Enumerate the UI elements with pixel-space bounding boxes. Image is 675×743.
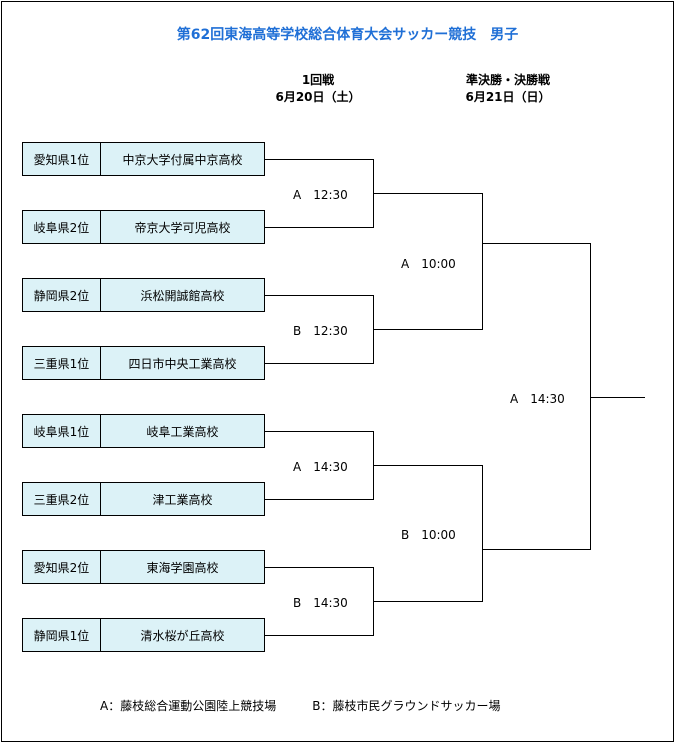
team-school: 中京大学付属中京高校 [122,152,243,167]
team-row: 三重県1位 四日市中央工業高校 [22,346,265,380]
team-seed: 愛知県2位 [23,551,101,583]
team-seed: 岐阜県1位 [23,415,101,447]
round-1-date: 6月20日（土） [275,90,361,104]
match-label: A 10:00 [401,257,456,271]
bracket-connector [482,243,591,550]
bracket-connector [373,193,483,330]
team-row: 愛知県2位 東海学園高校 [22,550,265,584]
team-row: 三重県2位 津工業高校 [22,482,265,516]
team-seed: 愛知県1位 [23,143,101,175]
match-label: A 14:30 [293,460,348,474]
round-2-header: 準決勝・決勝戦 6月21日（日） [448,72,568,106]
team-school: 岐阜工業高校 [146,424,219,439]
team-row: 静岡県2位 浜松開誠館高校 [22,278,265,312]
team-seed: 三重県1位 [23,347,101,379]
team-school: 東海学園高校 [146,560,219,575]
team-row: 静岡県1位 清水桜が丘高校 [22,618,265,652]
round-1-name: 1回戦 [301,73,335,87]
team-seed: 静岡県1位 [23,619,101,651]
round-2-name: 準決勝・決勝戦 [465,73,550,87]
match-label: A 12:30 [293,188,348,202]
round-1-header: 1回戦 6月20日（土） [258,72,378,106]
round-2-date: 6月21日（日） [465,90,551,104]
page-title: 第62回東海高等学校総合体育大会サッカー競技 男子 [176,27,519,43]
team-seed: 三重県2位 [23,483,101,515]
team-school: 帝京大学可児高校 [134,220,231,235]
team-school: 浜松開誠館高校 [140,288,225,303]
bracket-connector [373,465,483,602]
match-label: A 14:30 [510,392,565,406]
team-seed: 岐阜県2位 [23,211,101,243]
team-row: 愛知県1位 中京大学付属中京高校 [22,142,265,176]
venue-legend: A：藤枝総合運動公園陸上競技場 B：藤枝市民グラウンドサッカー場 [100,699,501,713]
match-label: B 10:00 [401,528,456,542]
team-school: 清水桜が丘高校 [140,628,225,643]
match-label: B 12:30 [293,324,348,338]
match-label: B 14:30 [293,596,348,610]
team-school: 四日市中央工業高校 [128,356,237,371]
team-seed: 静岡県2位 [23,279,101,311]
team-row: 岐阜県1位 岐阜工業高校 [22,414,265,448]
team-row: 岐阜県2位 帝京大学可児高校 [22,210,265,244]
team-school: 津工業高校 [152,492,213,507]
